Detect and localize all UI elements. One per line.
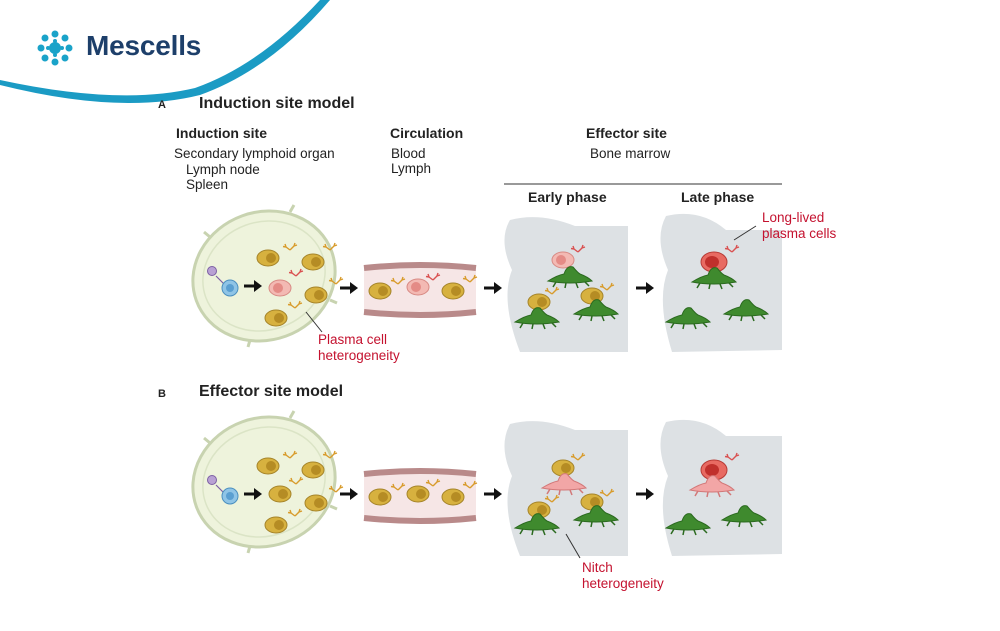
circulation-line1: Blood	[391, 146, 426, 161]
circulation-heading: Circulation	[390, 125, 464, 141]
brand-name: Mescells	[86, 30, 202, 61]
callout-nitch-line2: heterogeneity	[582, 576, 664, 591]
late-phase-label: Late phase	[681, 189, 755, 205]
panel-a-letter: A	[158, 99, 166, 111]
panel-b-title: Effector site model	[199, 383, 344, 400]
callout-longlived-line2: plasma cells	[762, 226, 837, 241]
circulation-line2: Lymph	[391, 161, 432, 176]
induction-line3: Spleen	[186, 177, 229, 192]
callout-line-longlived	[733, 225, 757, 241]
lymph-node-b	[191, 410, 338, 554]
callout-longlived-line1: Long-lived	[762, 210, 825, 225]
logo-icon	[37, 30, 73, 66]
effector-line1: Bone marrow	[590, 146, 671, 161]
panel-a-title: Induction site model	[199, 95, 355, 112]
early-phase-label: Early phase	[528, 189, 607, 205]
panel-b-letter: B	[158, 388, 166, 400]
lymph-node-a	[191, 204, 338, 348]
callout-line-plasma	[305, 311, 323, 333]
callout-nitch-line1: Nitch	[582, 560, 613, 575]
induction-heading: Induction site	[176, 125, 267, 141]
induction-line1: Secondary lymphoid organ	[174, 146, 335, 161]
effector-heading: Effector site	[586, 125, 667, 141]
callout-plasma-line1: Plasma cell	[318, 332, 388, 347]
induction-line2: Lymph node	[186, 162, 260, 177]
callout-plasma-line2: heterogeneity	[318, 348, 400, 363]
callout-line-nitch	[565, 533, 581, 559]
header-swoosh	[0, 0, 330, 103]
